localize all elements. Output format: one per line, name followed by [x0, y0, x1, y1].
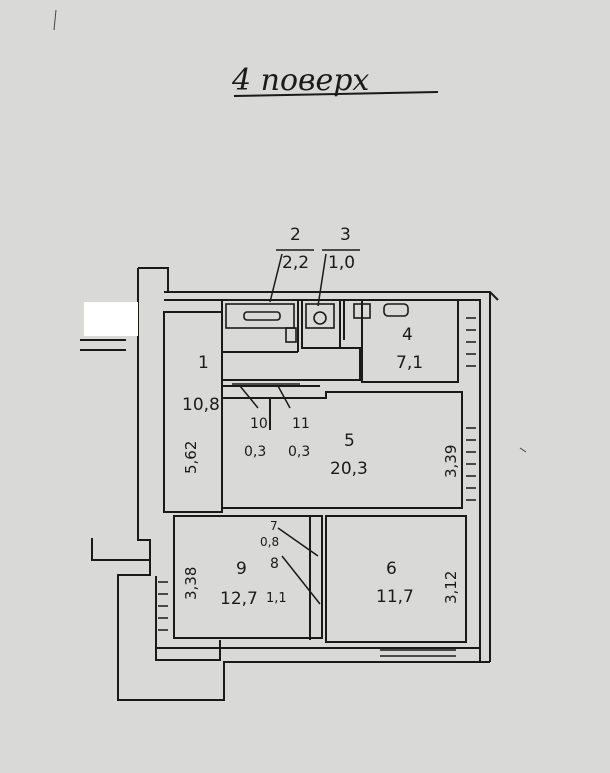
- fixtures: [225, 303, 409, 343]
- room-2-number: 2: [290, 225, 301, 245]
- room-3-number: 3: [340, 225, 351, 245]
- room-6-number: 6: [386, 559, 397, 579]
- room-1-area: 10,8: [182, 395, 220, 415]
- floor-title: 4 поверх: [231, 63, 369, 98]
- redaction-patch: [84, 302, 138, 336]
- room-3-area: 1,0: [328, 253, 355, 273]
- title-underline: [233, 91, 439, 97]
- room-4-area: 7,1: [396, 353, 423, 373]
- room-5-area: 20,3: [330, 459, 368, 479]
- room-1-number: 1: [198, 353, 209, 373]
- walls: [80, 267, 499, 701]
- room-8-area: 1,1: [266, 591, 287, 606]
- stove-icon: [353, 303, 371, 319]
- dimension-room6: 3,12: [442, 571, 460, 604]
- windows: [158, 317, 476, 657]
- room-9-number: 9: [236, 559, 247, 579]
- leader-lines: [232, 249, 360, 605]
- dimension-labels: 5,62 3,39 3,12 3,38: [182, 441, 460, 604]
- bathtub-icon: [225, 303, 295, 329]
- sink-icon: [285, 327, 297, 343]
- room-7-area: 0,8: [260, 535, 279, 549]
- dimension-room9: 3,38: [182, 567, 200, 600]
- room-11-number: 11: [292, 416, 310, 432]
- room-6-area: 11,7: [376, 587, 414, 607]
- room-labels: 1 10,8 2 2,2 3 1,0 4 7,1 5 20,3 6 11,7 7…: [182, 225, 423, 609]
- toilet-icon: [305, 303, 335, 329]
- room-2-area: 2,2: [282, 253, 309, 273]
- kitchen-sink-icon: [383, 303, 409, 317]
- room-8-number: 8: [270, 556, 279, 572]
- room-11-area: 0,3: [288, 444, 310, 460]
- room-10-area: 0,3: [244, 444, 266, 460]
- dimension-room1: 5,62: [182, 441, 200, 474]
- room-9-area: 12,7: [220, 589, 258, 609]
- dimension-room5: 3,39: [442, 445, 460, 478]
- stray-marks: [53, 9, 527, 453]
- room-7-number: 7: [270, 519, 278, 533]
- room-10-number: 10: [250, 416, 268, 432]
- room-4-number: 4: [402, 325, 413, 345]
- room-5-number: 5: [344, 431, 355, 451]
